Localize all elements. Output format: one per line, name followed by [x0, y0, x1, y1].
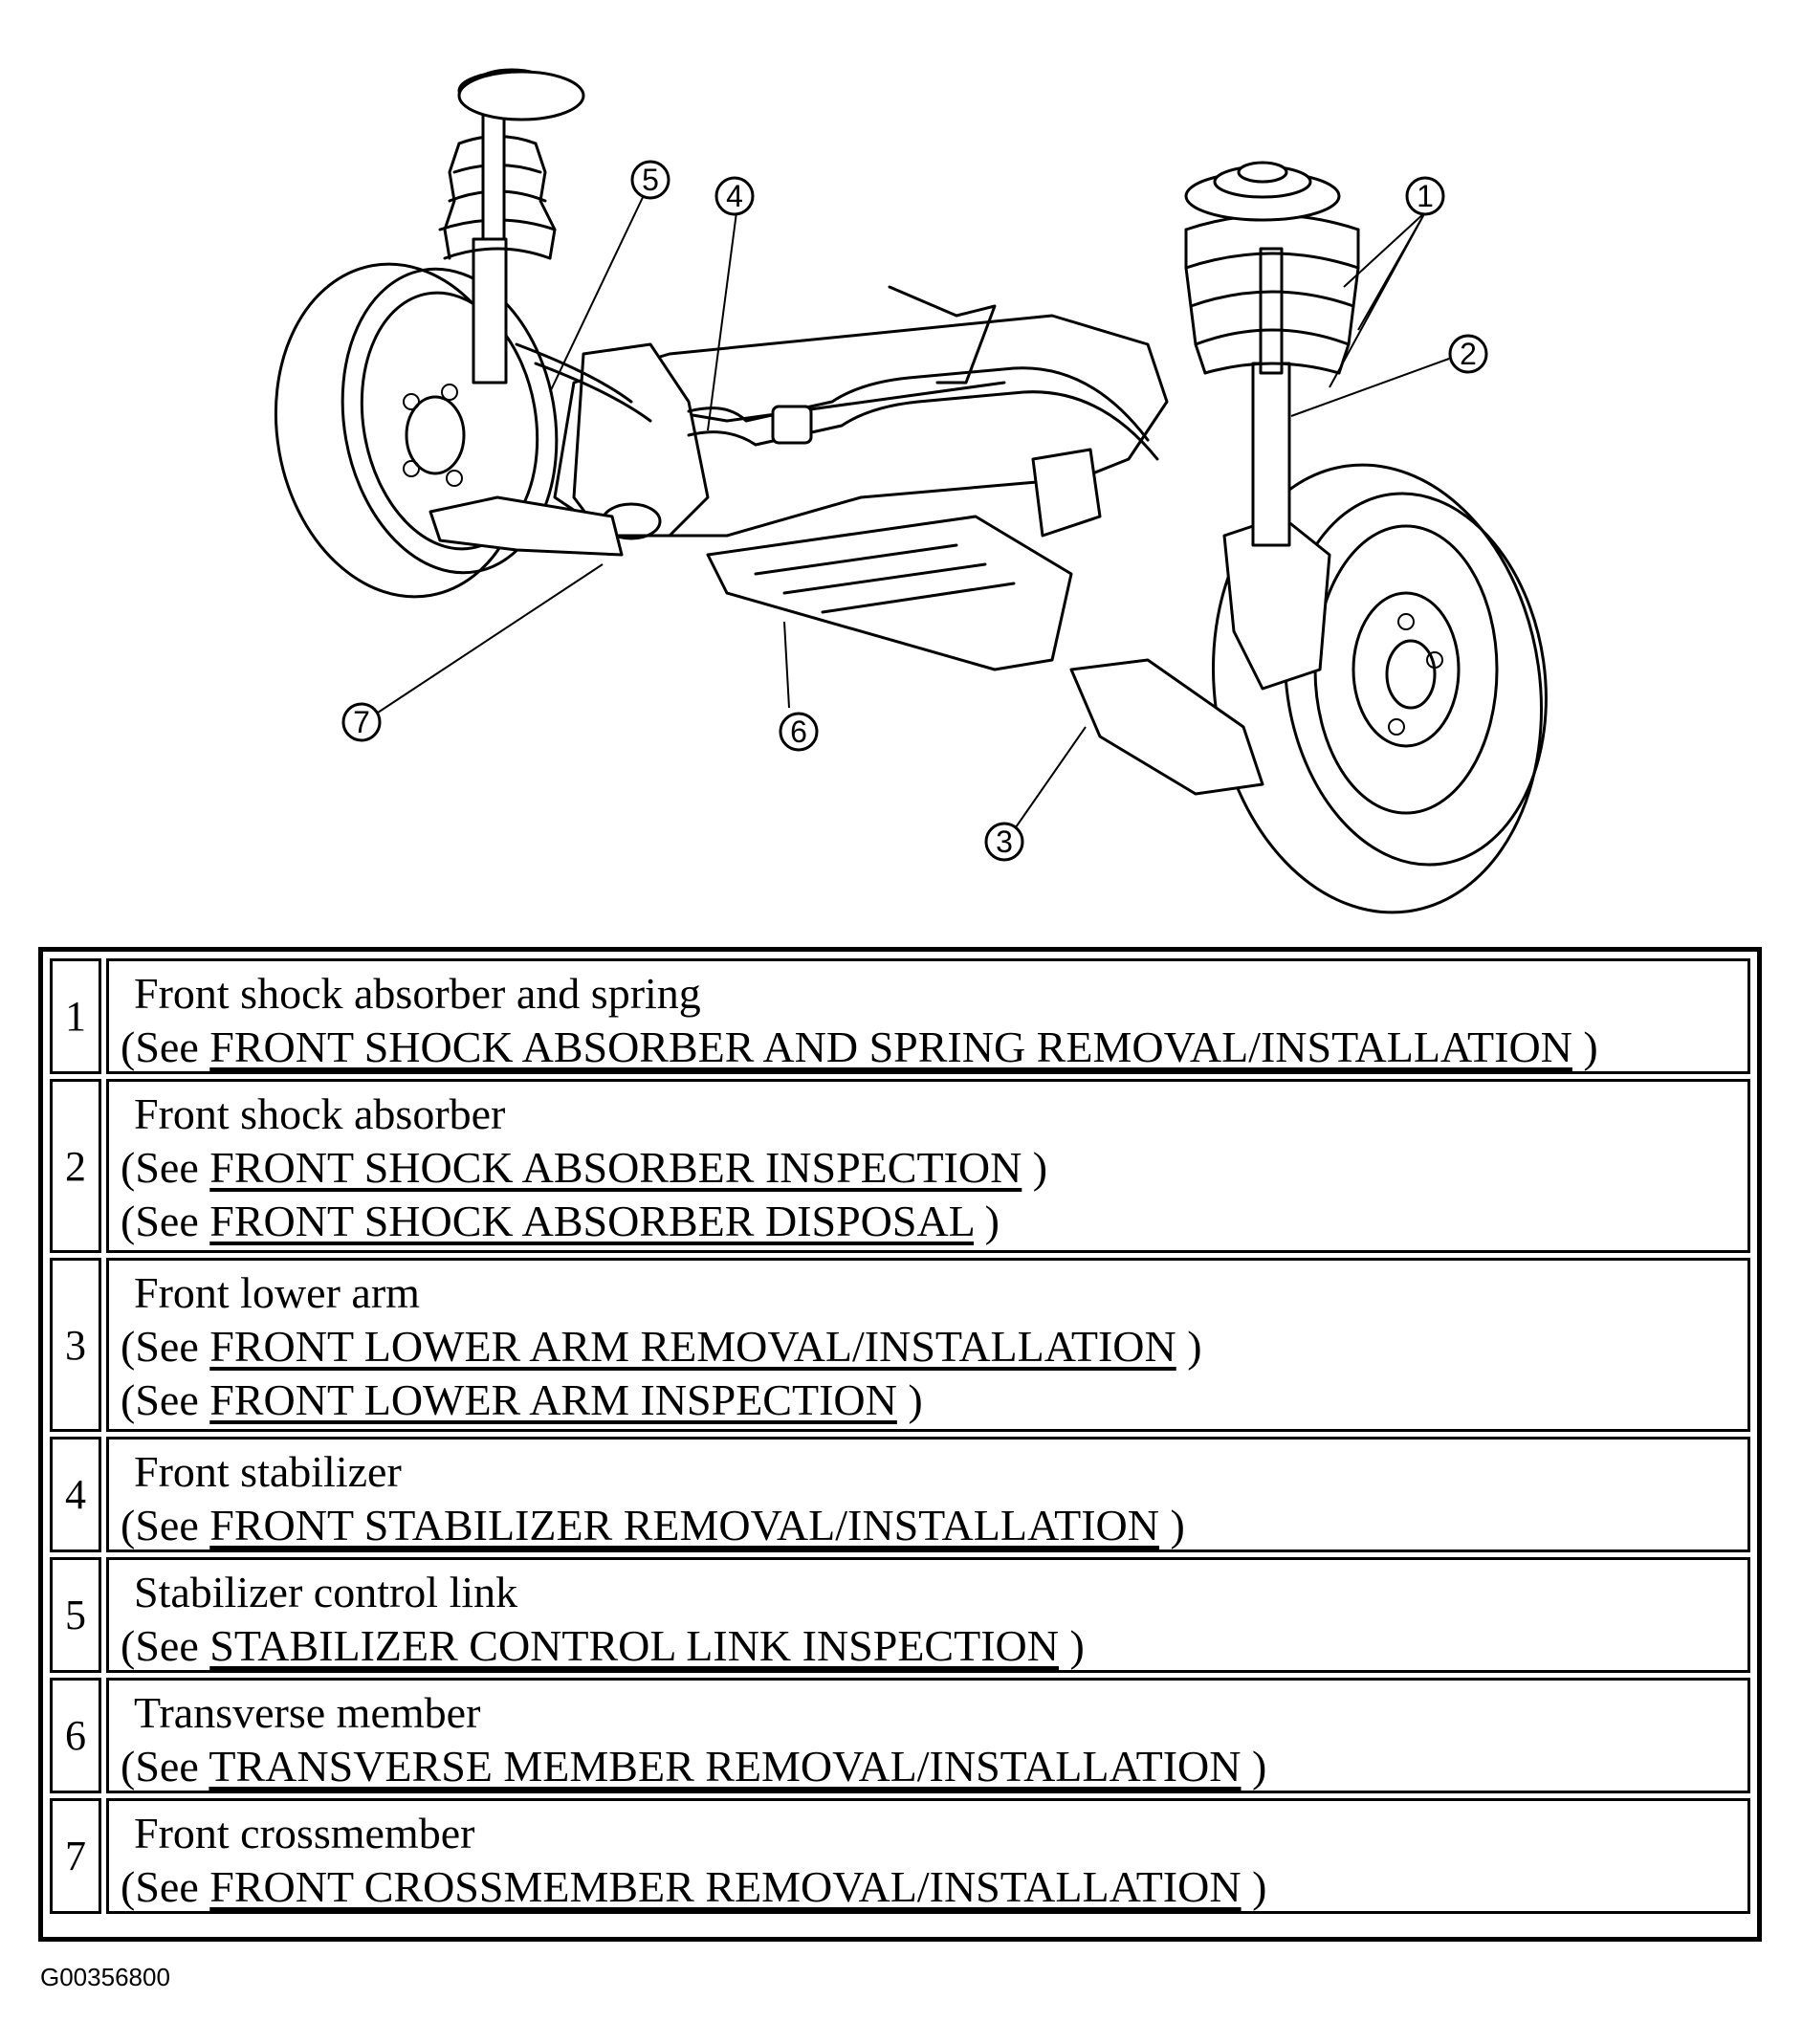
- reference-prefix: (See: [121, 1501, 210, 1549]
- legend-row-number: 6: [50, 1678, 101, 1793]
- legend-row-1: 1 Front shock absorber and spring (See F…: [50, 958, 1750, 1074]
- callout-4: 4: [714, 176, 755, 216]
- component-title: Front shock absorber: [134, 1089, 506, 1138]
- callout-4-label: 4: [726, 179, 743, 213]
- callout-5: 5: [630, 160, 670, 200]
- reference-prefix: (See: [121, 1322, 210, 1371]
- stabilizer-bar: [515, 342, 1159, 461]
- callout-7-label: 7: [353, 705, 370, 739]
- reference-prefix: (See: [121, 1621, 210, 1670]
- reference-suffix: ): [1158, 1501, 1185, 1549]
- left-wheel: [274, 262, 559, 599]
- reference-link[interactable]: FRONT SHOCK ABSORBER DISPOSAL: [209, 1197, 975, 1245]
- reference-suffix: ): [1022, 1143, 1048, 1192]
- legend-row-text: Front shock absorber (See FRONT SHOCK AB…: [106, 1079, 1750, 1253]
- callout-5-label: 5: [642, 163, 659, 197]
- legend-row-number: 4: [50, 1437, 101, 1552]
- legend-row-7: 7 Front crossmember (See FRONT CROSSMEMB…: [50, 1798, 1750, 1914]
- reference-link[interactable]: STABILIZER CONTROL LINK INSPECTION: [209, 1621, 1059, 1670]
- reference-prefix: (See: [121, 1862, 210, 1911]
- reference-suffix: ): [1241, 1742, 1267, 1791]
- lower-arms: [429, 495, 1264, 796]
- reference-line: (See FRONT CROSSMEMBER REMOVAL/INSTALLAT…: [121, 1860, 1747, 1911]
- reference-link[interactable]: FRONT LOWER ARM REMOVAL/INSTALLATION: [209, 1322, 1176, 1371]
- component-title: Front stabilizer: [134, 1447, 402, 1496]
- reference-link[interactable]: FRONT LOWER ARM INSPECTION: [209, 1375, 897, 1424]
- front-suspension-drawing: 1 2 3 4 5 6 7: [274, 68, 1548, 914]
- legend-row-text: Front stabilizer (See FRONT STABILIZER R…: [106, 1437, 1750, 1552]
- component-title: Front crossmember: [134, 1809, 475, 1857]
- suspension-illustration: 1 2 3 4 5 6 7: [0, 0, 1802, 947]
- component-title: Front lower arm: [134, 1268, 420, 1317]
- legend-row-2: 2 Front shock absorber (See FRONT SHOCK …: [50, 1079, 1750, 1253]
- legend-row-text: Front shock absorber and spring (See FRO…: [106, 958, 1750, 1074]
- reference-suffix: ): [896, 1375, 923, 1424]
- reference-line: (See FRONT STABILIZER REMOVAL/INSTALLATI…: [121, 1499, 1747, 1549]
- callout-2: 2: [1448, 334, 1488, 374]
- reference-line: (See FRONT SHOCK ABSORBER AND SPRING REM…: [121, 1021, 1747, 1071]
- left-strut: [438, 68, 585, 385]
- reference-line: (See FRONT LOWER ARM INSPECTION ): [121, 1374, 1747, 1427]
- figure-code: G00356800: [40, 1963, 170, 1991]
- legend-row-number: 3: [50, 1258, 101, 1432]
- reference-line: (See STABILIZER CONTROL LINK INSPECTION …: [121, 1619, 1747, 1670]
- reference-line: (See TRANSVERSE MEMBER REMOVAL/INSTALLAT…: [121, 1740, 1747, 1791]
- reference-prefix: (See: [121, 1197, 210, 1245]
- reference-prefix: (See: [121, 1375, 210, 1424]
- legend-row-4: 4 Front stabilizer (See FRONT STABILIZER…: [50, 1437, 1750, 1552]
- reference-suffix: ): [1176, 1322, 1202, 1371]
- legend-row-number: 7: [50, 1798, 101, 1914]
- reference-link[interactable]: FRONT CROSSMEMBER REMOVAL/INSTALLATION: [209, 1862, 1242, 1911]
- reference-prefix: (See: [121, 1143, 210, 1192]
- crossmember: [553, 285, 1169, 671]
- right-strut: [1184, 161, 1360, 547]
- component-legend-table: 1 Front shock absorber and spring (See F…: [38, 947, 1762, 1942]
- legend-row-3: 3 Front lower arm (See FRONT LOWER ARM R…: [50, 1258, 1750, 1432]
- reference-suffix: ): [1241, 1862, 1267, 1911]
- callout-1-label: 1: [1417, 179, 1434, 213]
- component-title: Front shock absorber and spring: [134, 969, 701, 1018]
- component-title: Stabilizer control link: [134, 1568, 518, 1616]
- legend-row-text: Front lower arm (See FRONT LOWER ARM REM…: [106, 1258, 1750, 1432]
- legend-row-number: 2: [50, 1079, 101, 1253]
- legend-row-number: 5: [50, 1557, 101, 1673]
- leader-lines: [377, 190, 1450, 838]
- callout-3: 3: [984, 822, 1024, 862]
- reference-link[interactable]: TRANSVERSE MEMBER REMOVAL/INSTALLATION: [209, 1742, 1242, 1791]
- legend-row-text: Stabilizer control link (See STABILIZER …: [106, 1557, 1750, 1673]
- reference-line: (See FRONT LOWER ARM REMOVAL/INSTALLATIO…: [121, 1320, 1747, 1374]
- reference-prefix: (See: [121, 1022, 210, 1071]
- callout-6: 6: [779, 712, 819, 752]
- reference-prefix: (See: [121, 1742, 209, 1791]
- reference-line: (See FRONT SHOCK ABSORBER DISPOSAL ): [121, 1195, 1747, 1248]
- reference-link[interactable]: FRONT SHOCK ABSORBER AND SPRING REMOVAL/…: [209, 1022, 1572, 1071]
- callout-7: 7: [341, 702, 382, 742]
- legend-row-number: 1: [50, 958, 101, 1074]
- legend-row-5: 5 Stabilizer control link (See STABILIZE…: [50, 1557, 1750, 1673]
- callout-3-label: 3: [996, 824, 1013, 859]
- reference-suffix: ): [1058, 1621, 1085, 1670]
- component-title: Transverse member: [134, 1688, 481, 1737]
- reference-line: (See FRONT SHOCK ABSORBER INSPECTION ): [121, 1141, 1747, 1195]
- legend-row-text: Transverse member (See TRANSVERSE MEMBER…: [106, 1678, 1750, 1793]
- callout-2-label: 2: [1460, 337, 1477, 371]
- reference-suffix: ): [974, 1197, 1000, 1245]
- reference-link[interactable]: FRONT STABILIZER REMOVAL/INSTALLATION: [209, 1501, 1159, 1549]
- reference-link[interactable]: FRONT SHOCK ABSORBER INSPECTION: [209, 1143, 1022, 1192]
- callout-6-label: 6: [790, 714, 807, 749]
- reference-suffix: ): [1571, 1022, 1598, 1071]
- callout-1: 1: [1405, 176, 1445, 216]
- legend-row-6: 6 Transverse member (See TRANSVERSE MEMB…: [50, 1678, 1750, 1793]
- legend-row-text: Front crossmember (See FRONT CROSSMEMBER…: [106, 1798, 1750, 1914]
- right-wheel: [1212, 463, 1548, 914]
